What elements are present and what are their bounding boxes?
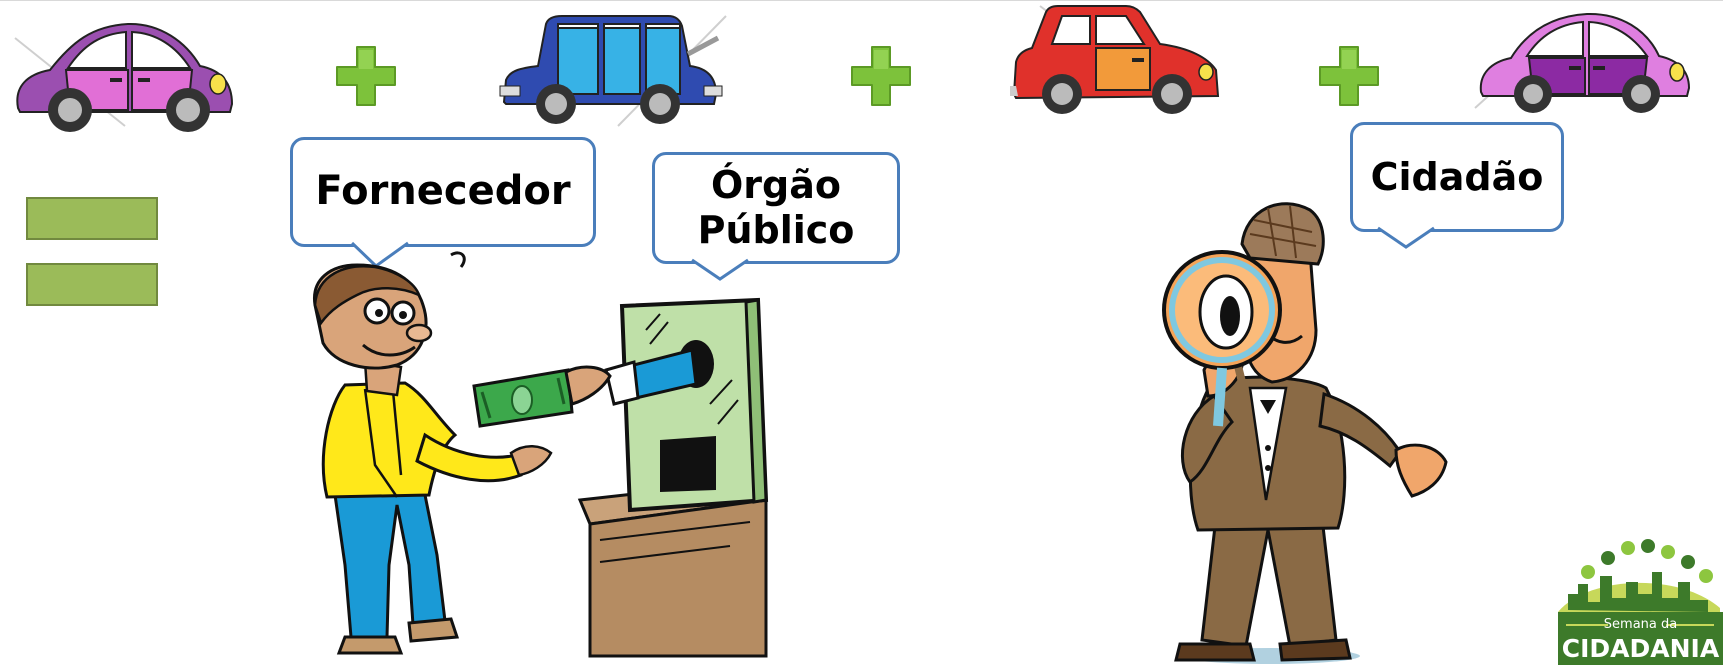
car-2-image [498, 10, 728, 128]
fornecedor-speech-bubble: Fornecedor [290, 137, 596, 268]
car-1-image [10, 8, 240, 132]
plus-sign-1 [335, 45, 397, 107]
orgao-label-line2: Público [697, 208, 855, 252]
orgao-publico-speech-bubble: Órgão Público [652, 152, 900, 281]
car-3-image [1010, 4, 1230, 116]
plus-sign-3 [1318, 45, 1380, 107]
fornecedor-label: Fornecedor [315, 168, 571, 215]
supplier-character-illustration [305, 251, 585, 655]
citizen-detective-illustration [1150, 200, 1490, 665]
equals-sign-top-bar [26, 197, 158, 240]
car-4-image [1474, 4, 1695, 114]
public-office-booth-illustration [472, 297, 780, 660]
orgao-label-line1: Órgão [711, 163, 841, 208]
cidadao-label: Cidadão [1370, 154, 1544, 199]
top-divider [0, 0, 1723, 1]
equals-sign-bottom-bar [26, 263, 158, 306]
cidadao-speech-bubble: Cidadão [1350, 122, 1564, 249]
logo-big-text: CIDADANIA [1561, 634, 1720, 663]
plus-sign-2 [850, 45, 912, 107]
semana-da-cidadania-logo: Semana da CIDADANIA [1548, 532, 1723, 665]
logo-small-text: Semana da [1603, 617, 1678, 632]
